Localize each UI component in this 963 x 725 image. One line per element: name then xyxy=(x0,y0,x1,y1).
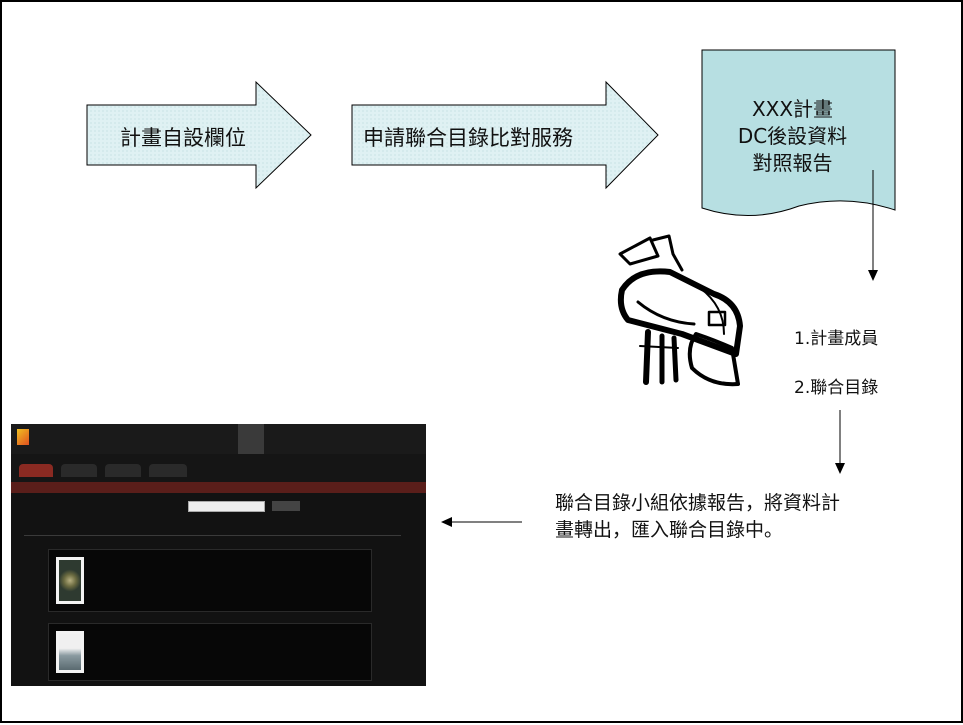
nav-item xyxy=(264,424,290,454)
nav-item-active xyxy=(238,424,264,454)
recipient-1-label: 1.計畫成員 xyxy=(794,329,879,349)
result-card xyxy=(48,623,372,681)
flow-step-2-label: 申請聯合目錄比對服務 xyxy=(363,126,573,150)
website-screenshot xyxy=(11,424,426,686)
result-thumbnail xyxy=(56,631,84,673)
tab xyxy=(149,464,187,477)
nav-item xyxy=(186,424,212,454)
mailbox-icon xyxy=(617,234,743,387)
report-line-2: DC後設資料 xyxy=(737,124,848,148)
results-divider xyxy=(24,535,401,536)
result-thumbnail xyxy=(56,557,84,604)
nav-item xyxy=(290,424,316,454)
search-input xyxy=(188,501,265,512)
nav-item xyxy=(342,424,368,454)
tab-active xyxy=(19,464,53,477)
breadcrumb-bar xyxy=(11,482,426,493)
process-caption: 聯合目錄小組依據報告，將資料計 畫轉出，匯入聯合目錄中。 xyxy=(555,490,935,544)
nav-item xyxy=(212,424,238,454)
flow-arrow-2 xyxy=(351,80,659,190)
flow-arrow-1 xyxy=(86,80,312,190)
result-card xyxy=(48,549,372,612)
search-button xyxy=(272,501,300,511)
caption-line-1: 聯合目錄小組依據報告，將資料計 xyxy=(555,492,841,514)
report-document-text: XXX計畫 DC後設資料 對照報告 xyxy=(720,96,865,177)
screenshot-header xyxy=(11,424,426,455)
caption-line-2: 畫轉出，匯入聯合目錄中。 xyxy=(555,519,784,541)
recipient-2-label: 2.聯合目錄 xyxy=(794,378,879,398)
report-document-shape xyxy=(701,49,896,217)
site-logo xyxy=(17,429,29,445)
nav-item xyxy=(368,424,398,454)
report-line-1: XXX計畫 xyxy=(751,97,834,121)
report-line-3: 對照報告 xyxy=(752,151,833,175)
flow-step-1-label: 計畫自設欄位 xyxy=(120,126,246,150)
tab xyxy=(105,464,141,477)
nav-item xyxy=(316,424,342,454)
screenshot-tabs xyxy=(11,454,426,482)
tab xyxy=(61,464,97,477)
